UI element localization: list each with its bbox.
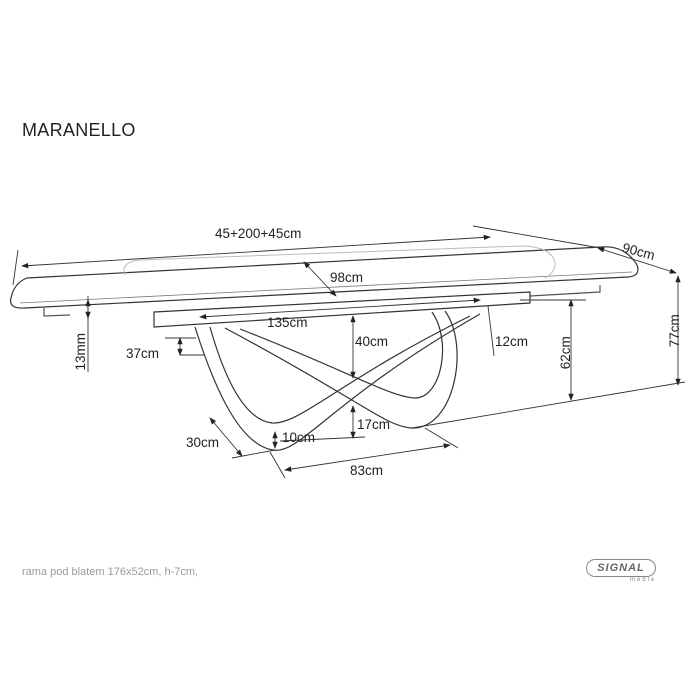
dim-frame-offset: 12cm <box>495 334 529 349</box>
frame-note: rama pod blatem 176x52cm, h-7cm, <box>22 566 199 578</box>
signal-logo: SIGNAL <box>586 559 656 577</box>
dim-inner-panel: 98cm <box>330 270 364 285</box>
dim-total-length: 45+200+45cm <box>215 226 302 241</box>
leg <box>224 310 458 429</box>
dim-foot-height: 10cm <box>282 430 316 445</box>
dim-frame-length: 135cm <box>267 315 308 330</box>
dim-under-height: 62cm <box>557 336 573 370</box>
dim-base-width: 83cm <box>350 463 384 478</box>
dim-base-height: 40cm <box>355 334 389 349</box>
under-frame <box>153 291 531 328</box>
leg <box>194 313 481 451</box>
leg <box>209 315 471 424</box>
dim-top-thickness: 13mm <box>73 332 89 371</box>
leg <box>239 311 444 399</box>
dim-foot-depth: 30cm <box>186 435 220 450</box>
signal-logo-sub: meble <box>630 577 657 583</box>
tabletop-edge <box>19 271 633 304</box>
dim-leg-offset: 37cm <box>126 346 160 361</box>
dim-cross-height: 17cm <box>357 417 391 432</box>
dim-total-height: 77cm <box>666 314 682 348</box>
product-title: MARANELLO <box>22 120 136 140</box>
